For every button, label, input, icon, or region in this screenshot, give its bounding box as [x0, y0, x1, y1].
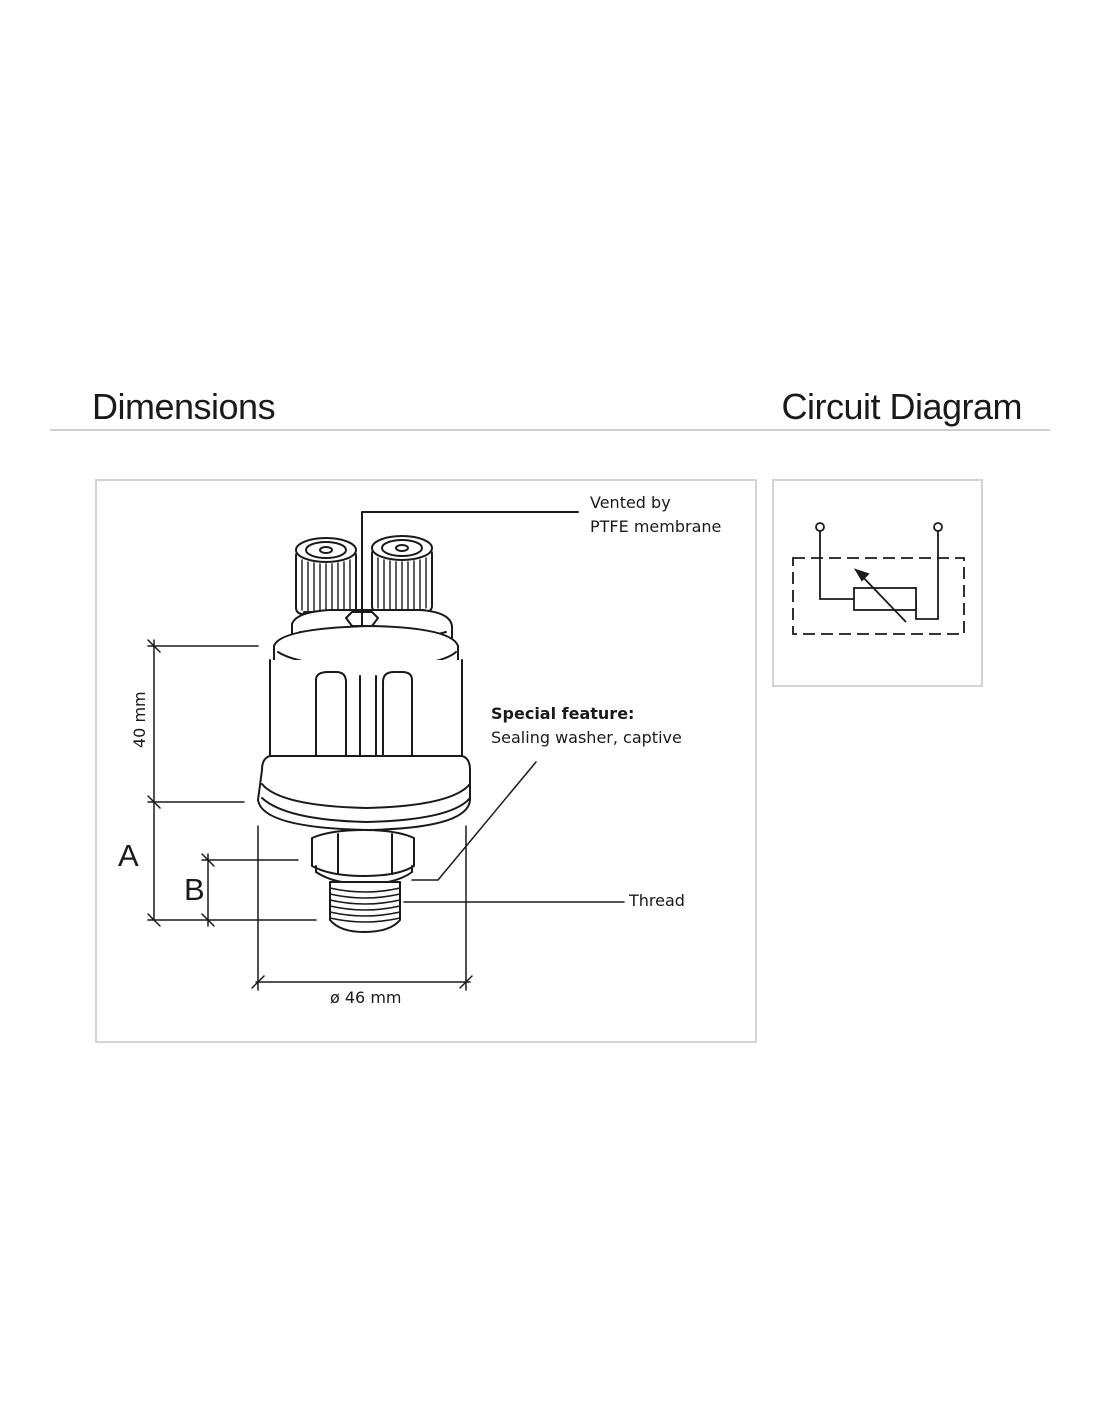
thread-label: Thread	[629, 891, 685, 910]
special-feature-leader	[411, 761, 537, 881]
dimension-letter-a: A	[118, 838, 139, 873]
dimension-letter-b: B	[184, 872, 205, 907]
dimensions-heading: Dimensions	[92, 386, 276, 427]
variable-arrow-icon	[859, 573, 907, 623]
sensor-flange	[257, 755, 471, 831]
special-feature-text: Sealing washer, captive	[491, 728, 682, 747]
circuit-diagram-heading: Circuit Diagram	[781, 386, 1022, 427]
diameter-label: ø 46 mm	[330, 988, 402, 1007]
diameter-dimension	[251, 825, 473, 991]
terminal-right-icon	[933, 522, 943, 532]
sensor-housing-outline	[792, 557, 965, 635]
vented-label-line2: PTFE membrane	[590, 517, 722, 536]
vented-label-line1: Vented by	[590, 493, 671, 512]
circuit-panel	[772, 479, 983, 687]
special-feature-title: Special feature:	[491, 704, 635, 723]
wire-right	[915, 531, 939, 620]
vented-leader-line	[361, 511, 579, 613]
terminal-left-icon	[815, 522, 825, 532]
header-divider	[50, 429, 1050, 431]
wire-left	[819, 531, 854, 600]
sensor-thread	[329, 881, 401, 933]
b-dimension	[147, 853, 317, 927]
